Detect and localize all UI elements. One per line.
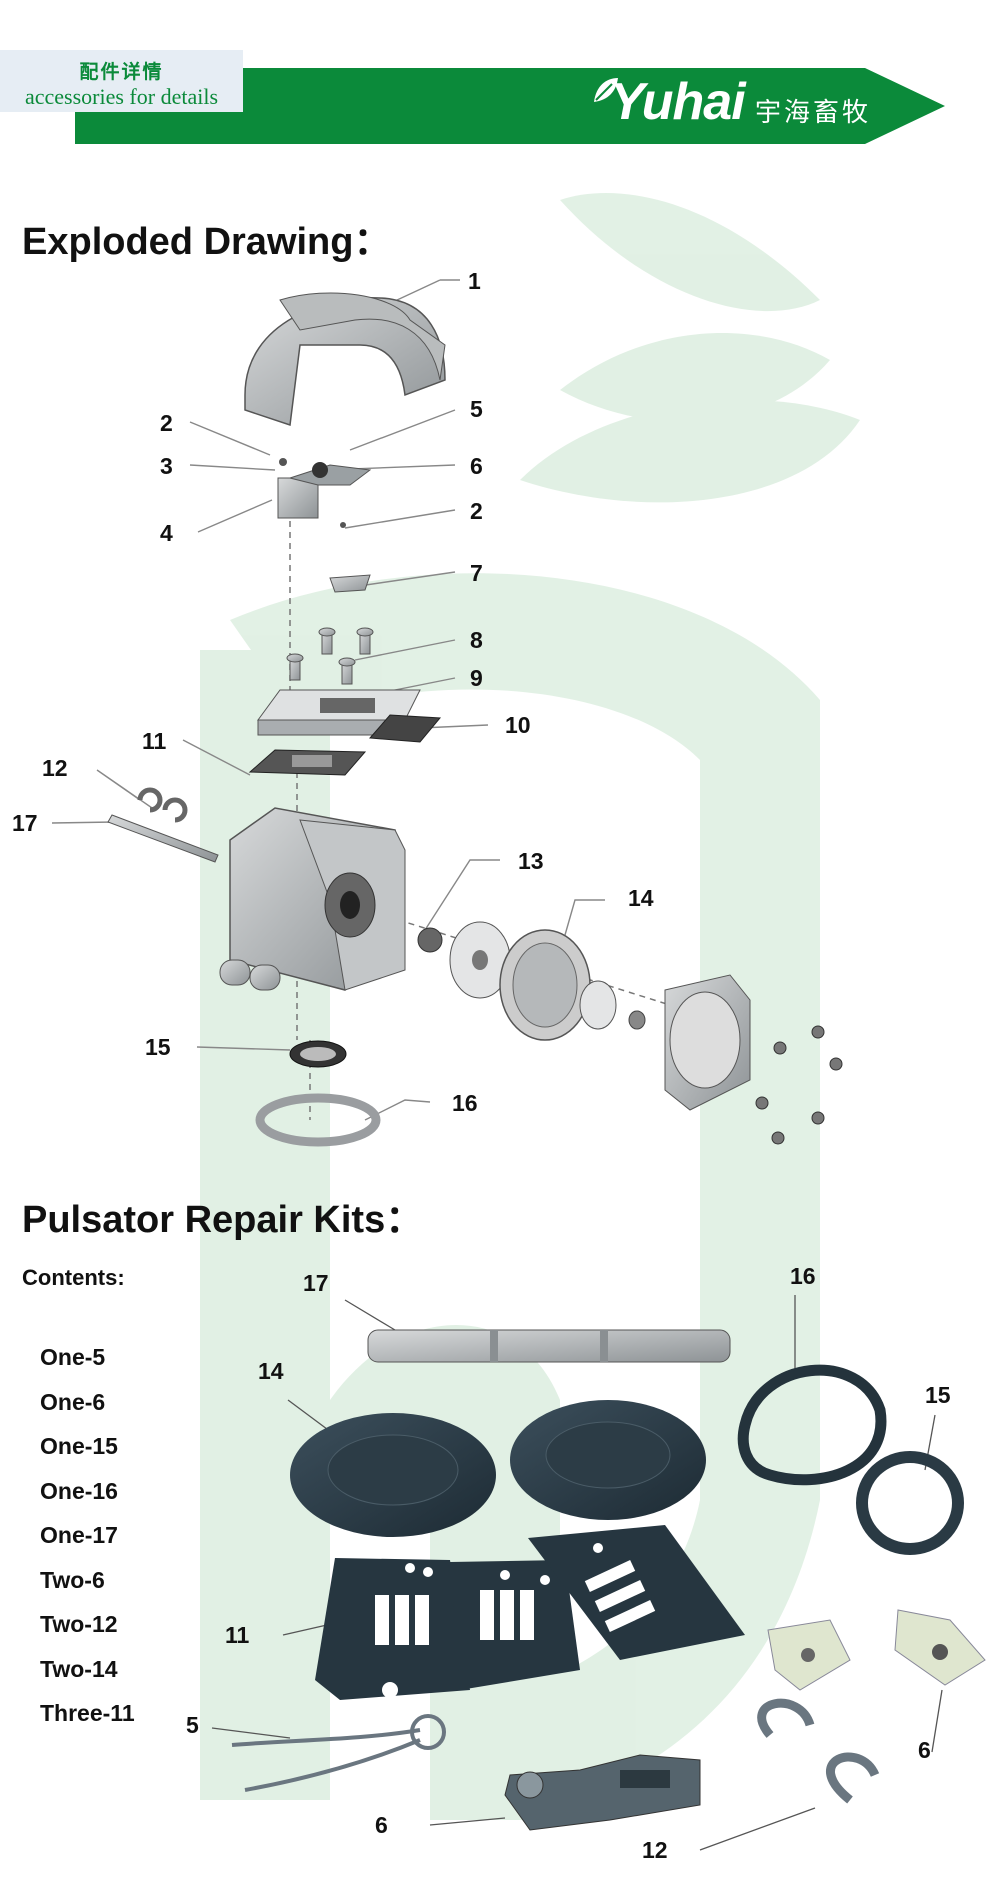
repair-kits-title: Pulsator Repair Kits： bbox=[22, 1199, 424, 1241]
list-item: One-16 bbox=[40, 1477, 118, 1504]
callout-5: 5 bbox=[470, 396, 483, 422]
kit-callout-6a: 6 bbox=[375, 1812, 388, 1838]
callout-12: 12 bbox=[42, 755, 68, 781]
brand-logo-text: Yuhai bbox=[610, 73, 746, 131]
list-item: One-5 bbox=[40, 1344, 106, 1370]
callout-14: 14 bbox=[628, 885, 654, 911]
callout-4: 4 bbox=[160, 520, 173, 546]
leaf-logo-icon bbox=[594, 78, 618, 102]
callout-15: 15 bbox=[145, 1034, 171, 1060]
callout-17: 17 bbox=[12, 810, 38, 836]
kit-callout-6b: 6 bbox=[918, 1737, 931, 1763]
header-en-title: accessories for details bbox=[24, 84, 219, 109]
callout-2b: 2 bbox=[470, 498, 483, 524]
kit-callout-15: 15 bbox=[925, 1382, 951, 1408]
callout-16: 16 bbox=[452, 1090, 478, 1116]
callout-3: 3 bbox=[160, 453, 173, 479]
callout-7: 7 bbox=[470, 560, 483, 586]
kit-callout-5: 5 bbox=[186, 1712, 199, 1738]
kit-callout-12: 12 bbox=[642, 1837, 668, 1863]
kit-callout-17: 17 bbox=[303, 1270, 329, 1296]
header-cn-title: 配件详情 bbox=[79, 61, 164, 83]
green-banner bbox=[75, 68, 945, 144]
list-item: Two-12 bbox=[40, 1611, 118, 1637]
callout-6: 6 bbox=[470, 453, 483, 479]
contents-label: Contents: bbox=[22, 1265, 125, 1290]
list-item: One-15 bbox=[40, 1433, 118, 1459]
callout-2: 2 bbox=[160, 410, 173, 436]
callout-9: 9 bbox=[470, 665, 483, 691]
list-item: Two-6 bbox=[40, 1566, 105, 1593]
kit-callout-14: 14 bbox=[258, 1358, 284, 1384]
accessories-label-box: 配件详情 accessories for details bbox=[0, 50, 243, 112]
kit-callout-16: 16 bbox=[790, 1263, 816, 1289]
callout-10: 10 bbox=[505, 712, 531, 738]
list-item: One-6 bbox=[40, 1388, 106, 1415]
callout-11: 11 bbox=[142, 728, 167, 754]
callout-13: 13 bbox=[518, 848, 544, 874]
contents-list: One-5 One-6 One-15 One-16 One-17 Two-6 T… bbox=[40, 1335, 135, 1736]
exploded-drawing-title: Exploded Drawing： bbox=[22, 221, 392, 263]
list-item: One-17 bbox=[40, 1522, 118, 1548]
kit-callout-11: 11 bbox=[225, 1622, 250, 1648]
callout-8: 8 bbox=[470, 627, 483, 653]
brand-cn-name: 宇海畜牧 bbox=[755, 98, 872, 128]
callout-1: 1 bbox=[468, 268, 481, 294]
list-item: Three-11 bbox=[40, 1700, 135, 1726]
list-item: Two-14 bbox=[40, 1655, 118, 1682]
